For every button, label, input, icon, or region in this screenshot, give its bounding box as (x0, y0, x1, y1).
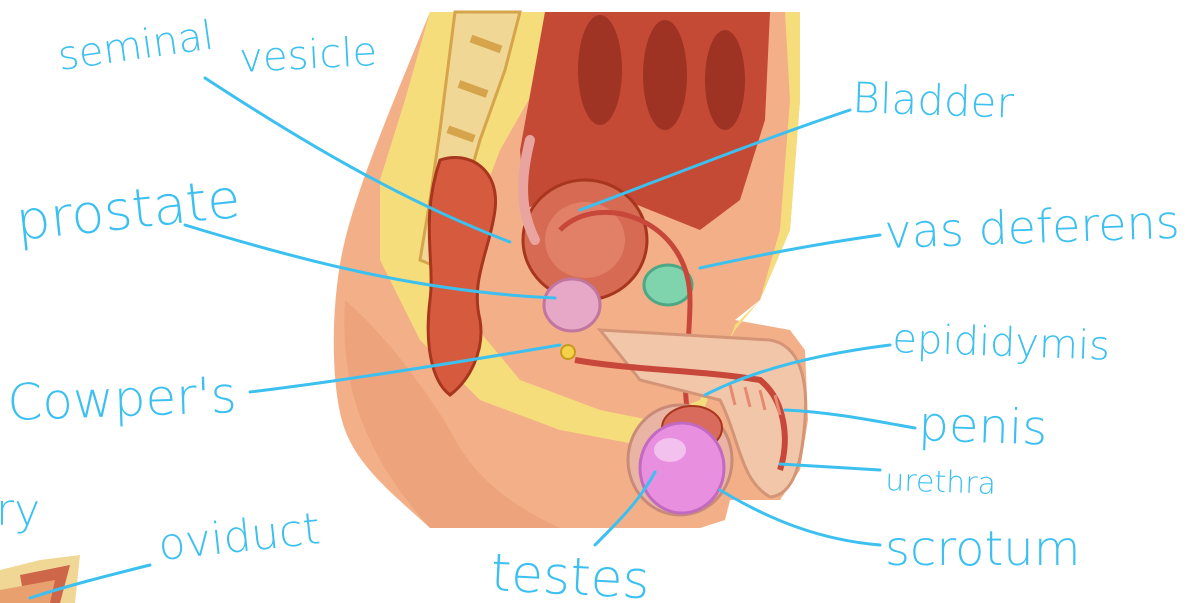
label-coupers: Cowper's (6, 366, 237, 432)
testis-highlight (654, 438, 686, 462)
label-scrotum: scrotum (885, 521, 1080, 577)
label-urethra: urethra (885, 463, 997, 502)
label-bladder: Bladder (852, 73, 1016, 128)
cowpers-gland (561, 345, 575, 359)
label-penis: penis (918, 396, 1049, 456)
label-vas-deferens: vas deferens (883, 195, 1180, 259)
label-epididymis: epididymis (892, 316, 1111, 370)
label-prostate: prostate (13, 167, 243, 253)
label-vesicle: vesicle (238, 29, 378, 82)
label-testes: testes (489, 543, 651, 603)
label-seminal: seminal (55, 13, 216, 80)
testis (640, 423, 724, 513)
anatomy-illustration (334, 12, 808, 528)
colon-folds (578, 15, 745, 130)
label-ry: ry (0, 485, 40, 536)
prostate (544, 279, 600, 331)
label-oviduct: oviduct (156, 503, 323, 571)
